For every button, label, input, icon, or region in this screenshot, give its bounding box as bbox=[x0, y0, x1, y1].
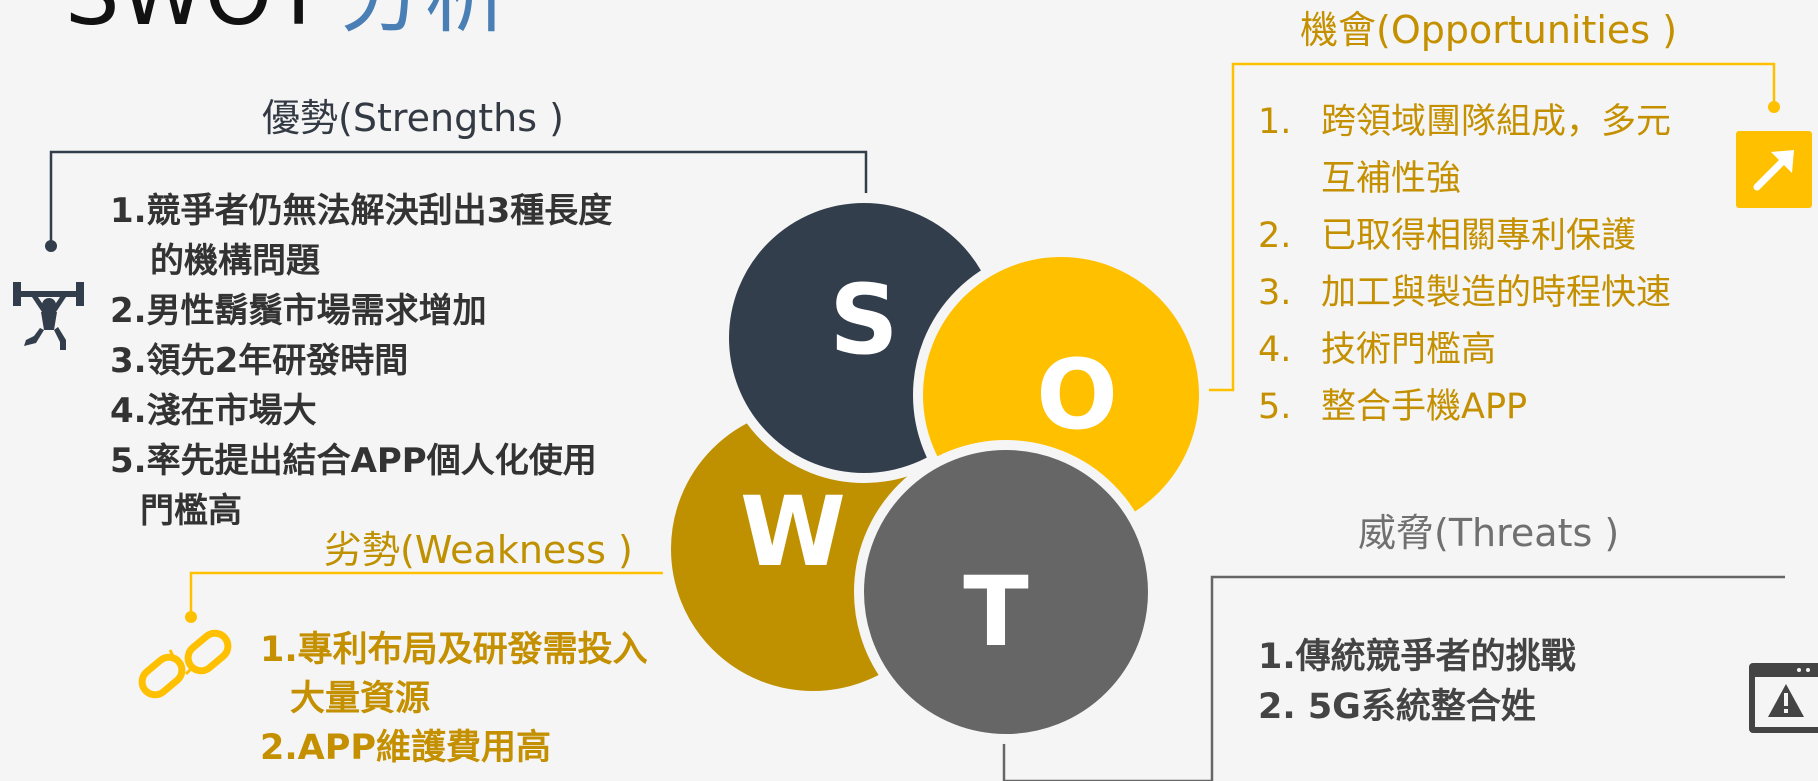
list-text: 已取得相關專利保護 bbox=[1321, 216, 1637, 256]
list-item: 門檻高 bbox=[140, 491, 242, 531]
strengths-list: 1.競爭者仍無法解決刮出3種長度 的機構問題 2.男性鬍鬚市場需求增加 3.領先… bbox=[110, 186, 612, 536]
list-item: 5.率先提出結合APP個人化使用 bbox=[110, 441, 597, 481]
broken-chain-icon bbox=[138, 629, 232, 699]
list-number: 4. bbox=[1258, 330, 1292, 370]
list-item: 3. 加工與製造的時程快速 bbox=[1258, 265, 1671, 322]
opportunities-connector bbox=[1196, 62, 1776, 392]
threats-connector bbox=[1002, 575, 1785, 781]
title-en: SWOT bbox=[65, 0, 325, 45]
strengths-connector-dot bbox=[45, 240, 57, 252]
list-number: 3. bbox=[1258, 273, 1292, 313]
strengths-heading: 優勢(Strengths ) bbox=[262, 96, 564, 140]
opportunities-connector-dot bbox=[1768, 101, 1780, 113]
list-text: 跨領域團隊組成，多元 bbox=[1321, 102, 1672, 142]
list-number: 1. bbox=[1258, 102, 1292, 142]
title-zh: 分析 bbox=[339, 0, 511, 45]
list-text: 整合手機APP bbox=[1321, 387, 1528, 427]
threats-heading: 威脅(Threats ) bbox=[1358, 511, 1620, 555]
list-item: 3.領先2年研發時間 bbox=[110, 341, 409, 381]
list-item: 1.傳統競爭者的挑戰 bbox=[1258, 637, 1576, 677]
letter-o: O bbox=[1036, 339, 1118, 451]
list-number: 2. bbox=[1258, 216, 1292, 256]
strengths-connector bbox=[49, 150, 868, 246]
letter-t: T bbox=[963, 556, 1029, 668]
letter-w: W bbox=[740, 476, 846, 588]
list-item: 互補性強 bbox=[1321, 159, 1462, 199]
weakness-list: 1.專利布局及研發需投入 大量資源 2.APP維護費用高 bbox=[260, 626, 648, 773]
warning-window-icon bbox=[1749, 663, 1818, 733]
page-title: SWOT分析 bbox=[65, 0, 511, 38]
list-item: 2. 已取得相關專利保護 bbox=[1258, 208, 1671, 265]
list-number: 5. bbox=[1258, 387, 1292, 427]
list-item: 5. 整合手機APP bbox=[1258, 379, 1671, 436]
threats-list: 1.傳統競爭者的挑戰 2. 5G系統整合姓 bbox=[1258, 632, 1576, 732]
list-item: 1. 跨領域團隊組成，多元 bbox=[1258, 94, 1671, 151]
weakness-connector-dot bbox=[185, 611, 197, 623]
list-item: 大量資源 bbox=[290, 679, 431, 719]
weightlifter-icon bbox=[13, 282, 84, 350]
list-text: 加工與製造的時程快速 bbox=[1321, 273, 1672, 313]
opportunities-list: 1. 跨領域團隊組成，多元 互補性強 2. 已取得相關專利保護 3. 加工與製造的時程… bbox=[1258, 94, 1671, 436]
circle-t bbox=[854, 440, 1158, 744]
list-item: 4. 技術門檻高 bbox=[1258, 322, 1671, 379]
list-text: 技術門檻高 bbox=[1321, 330, 1497, 370]
weakness-connector bbox=[189, 571, 713, 617]
weakness-heading: 劣勢(Weakness ) bbox=[324, 528, 633, 572]
list-item: 2.APP維護費用高 bbox=[260, 728, 552, 768]
arrow-up-right-icon bbox=[1736, 131, 1812, 208]
list-item: 2. 5G系統整合姓 bbox=[1258, 687, 1536, 727]
list-item: 4.淺在市場大 bbox=[110, 391, 317, 431]
letter-s: S bbox=[829, 264, 899, 376]
opportunities-heading: 機會(Opportunities ) bbox=[1300, 8, 1678, 52]
list-item: 的機構問題 bbox=[150, 241, 320, 281]
list-item: 1.競爭者仍無法解決刮出3種長度 bbox=[110, 191, 613, 231]
list-item: 1.專利布局及研發需投入 bbox=[260, 630, 648, 670]
list-item: 2.男性鬍鬚市場需求增加 bbox=[110, 291, 487, 331]
